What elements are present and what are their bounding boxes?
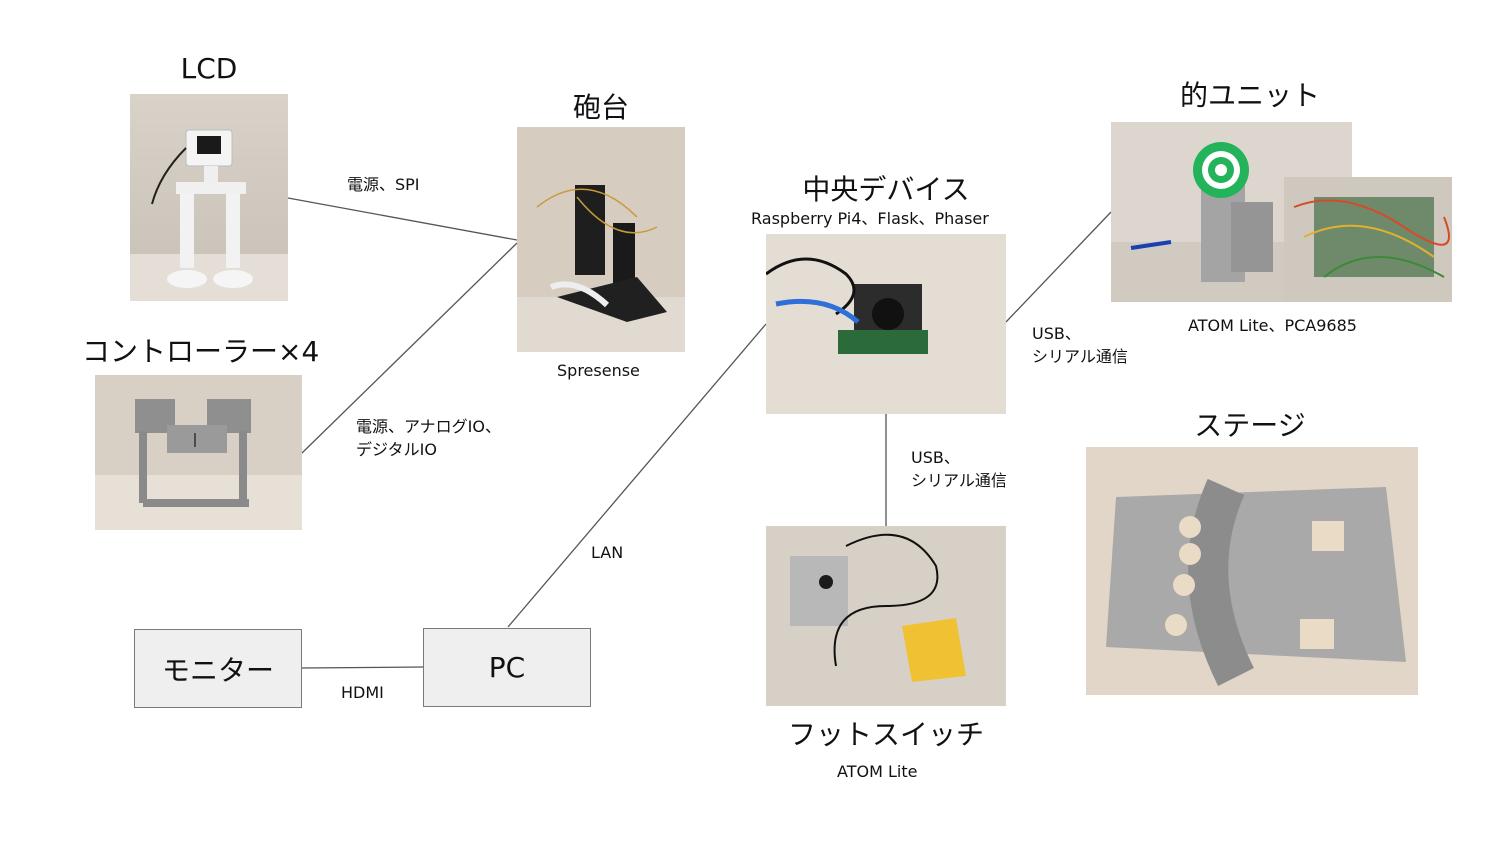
monitor-box: モニター [134, 629, 302, 708]
pc-label: PC [488, 651, 526, 684]
turret-caption: Spresense [557, 361, 640, 380]
edge-label-controller-turret: 電源、アナログIO、 デジタルIO [356, 415, 501, 461]
edge-label-central-footswitch: USB、 シリアル通信 [911, 446, 1007, 492]
monitor-label: モニター [161, 653, 274, 687]
edge-label-central-target-line1: USB、 [1032, 324, 1081, 343]
lcd-photo [130, 94, 288, 301]
edge-label-central-target-line2: シリアル通信 [1032, 347, 1128, 366]
edge-label-central-footswitch-line1: USB、 [911, 448, 960, 467]
stage-title: ステージ [1194, 409, 1306, 442]
edge-label-controller-turret-line2: デジタルIO [356, 440, 437, 459]
target-title: 的ユニット [1179, 79, 1320, 112]
stage-photo [1086, 447, 1418, 695]
target-photo-board [1284, 177, 1452, 302]
link-lcd-turret [287, 197, 518, 241]
footswitch-caption: ATOM Lite [837, 762, 918, 781]
controller-photo [95, 375, 302, 530]
central-title: 中央デバイス [802, 173, 970, 206]
controller-title: コントローラー×4 [82, 335, 320, 368]
edge-label-central-target: USB、 シリアル通信 [1032, 322, 1128, 368]
footswitch-title: フットスイッチ [787, 718, 984, 751]
edge-label-central-footswitch-line2: シリアル通信 [911, 471, 1007, 490]
turret-title: 砲台 [572, 91, 629, 124]
link-controller-turret [301, 242, 518, 454]
central-photo [766, 234, 1006, 414]
pc-box: PC [423, 628, 591, 707]
footswitch-photo [766, 526, 1006, 706]
edge-label-monitor-pc: HDMI [341, 683, 384, 702]
edge-label-controller-turret-line1: 電源、アナログIO、 [356, 417, 501, 436]
turret-photo [517, 127, 685, 352]
link-monitor-pc [301, 666, 424, 669]
edge-label-lcd-turret: 電源、SPI [347, 175, 420, 194]
lcd-title: LCD [180, 52, 238, 85]
link-central-target [1005, 211, 1112, 323]
edge-label-pc-central: LAN [591, 543, 624, 562]
link-pc-central [507, 323, 767, 628]
target-caption: ATOM Lite、PCA9685 [1188, 316, 1357, 335]
central-subtitle: Raspberry Pi4、Flask、Phaser [751, 209, 989, 228]
